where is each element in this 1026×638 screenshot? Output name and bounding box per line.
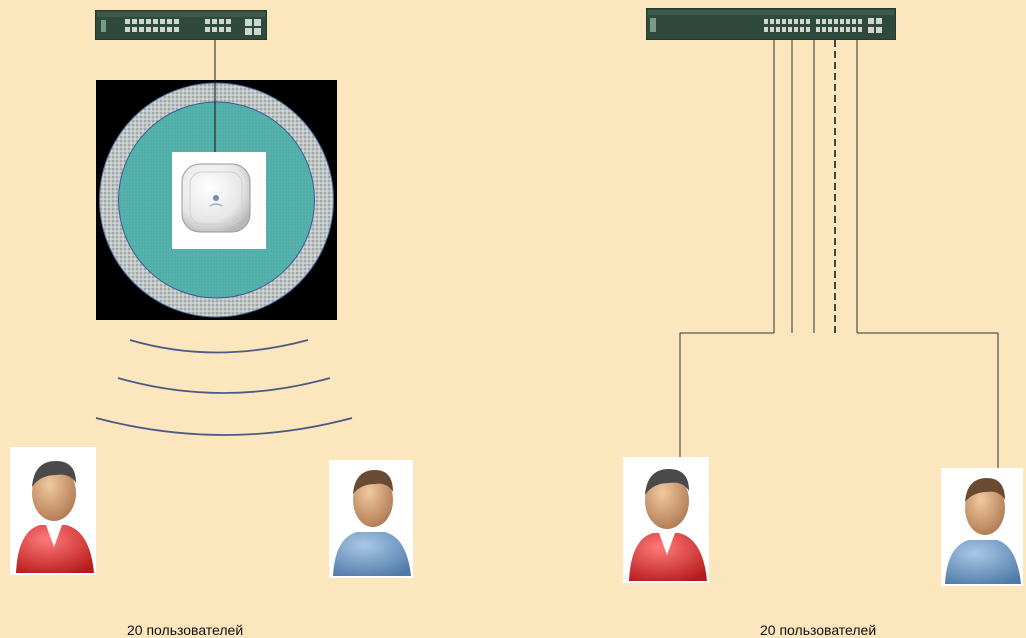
user-avatar-blue: [329, 460, 413, 578]
user-avatar-red: [623, 457, 709, 583]
left-switch: [95, 10, 267, 40]
user-avatar-red: [10, 447, 96, 575]
right-switch: [646, 8, 896, 40]
user-avatar-blue: [941, 468, 1023, 586]
right-user-count-caption: 20 пользователей: [760, 622, 877, 638]
left-user-count-caption: 20 пользователей: [127, 622, 244, 638]
access-point-icon: [178, 160, 254, 236]
